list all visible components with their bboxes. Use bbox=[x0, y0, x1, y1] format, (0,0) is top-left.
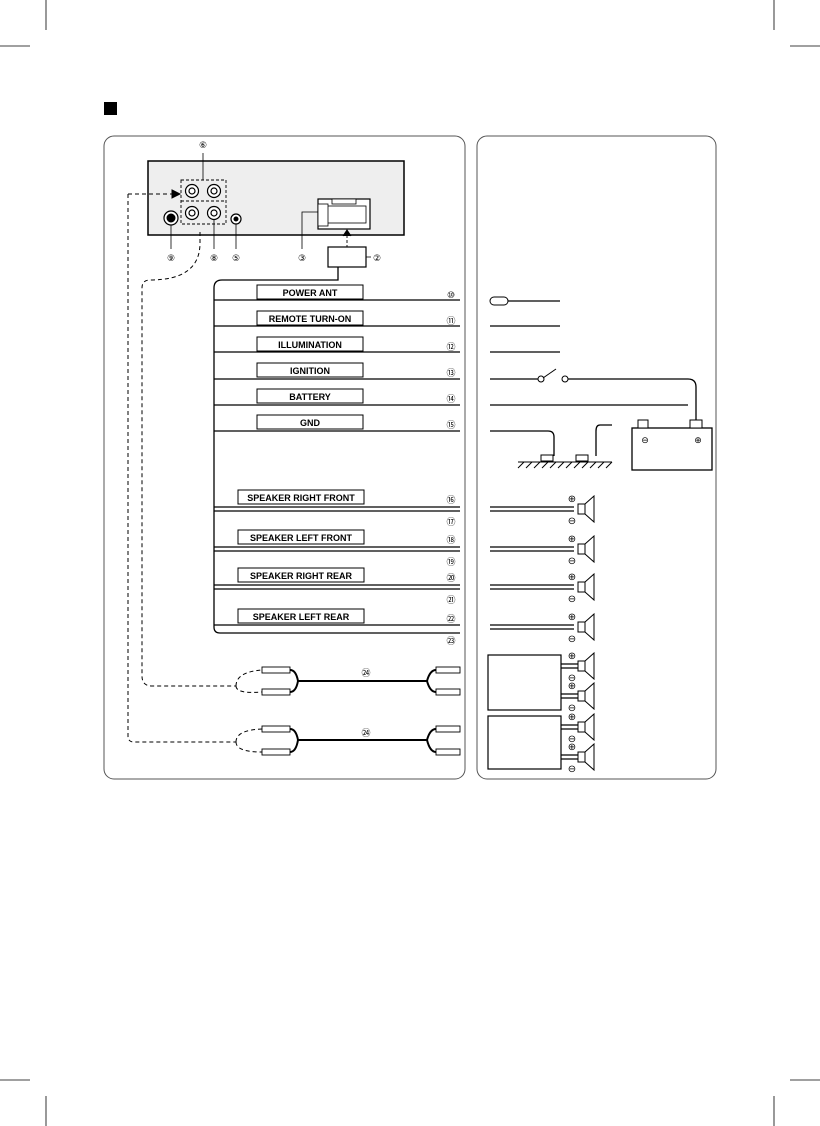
head-unit bbox=[148, 161, 404, 235]
label-ignition: IGNITION bbox=[290, 366, 330, 376]
num-19: ⑲ bbox=[446, 557, 455, 568]
minus-mark: ⊖ bbox=[568, 594, 576, 605]
label-gnd: GND bbox=[300, 418, 321, 428]
section-marker bbox=[104, 102, 117, 115]
callout-3: ③ bbox=[298, 254, 306, 264]
num-13: ⑬ bbox=[446, 368, 455, 379]
plus-mark: ⊕ bbox=[568, 572, 576, 583]
num-11: ⑪ bbox=[446, 316, 455, 327]
plus-mark: ⊕ bbox=[568, 651, 576, 662]
num-12: ⑫ bbox=[446, 342, 455, 353]
num-18: ⑱ bbox=[446, 535, 455, 546]
speaker-icon bbox=[578, 574, 594, 600]
minus-mark: ⊖ bbox=[568, 556, 576, 567]
amplifier-rear bbox=[488, 716, 561, 769]
minus-mark: ⊖ bbox=[568, 634, 576, 645]
amplifier-front bbox=[488, 655, 561, 710]
rca-callout-2: ㉔ bbox=[361, 728, 370, 739]
plus-mark: ⊕ bbox=[568, 612, 576, 623]
label-power-ant: POWER ANT bbox=[283, 288, 338, 298]
plus-mark: ⊕ bbox=[568, 494, 576, 505]
callout-8: ⑧ bbox=[210, 254, 218, 264]
label-remote-turn-on: REMOTE TURN-ON bbox=[269, 314, 352, 324]
minus-mark: ⊖ bbox=[568, 516, 576, 527]
speaker-icon bbox=[578, 536, 594, 562]
polarity-marks: ⊕⊖⊕⊖⊕⊖⊕⊖⊕⊖⊕⊖⊕⊖⊕⊖ bbox=[568, 494, 576, 775]
rca-callout-1: ㉔ bbox=[361, 668, 370, 679]
num-15: ⑮ bbox=[446, 420, 455, 431]
callout-6: ⑥ bbox=[199, 141, 207, 151]
num-22: ㉒ bbox=[446, 614, 455, 625]
label-speaker-left-front: SPEAKER LEFT FRONT bbox=[250, 533, 353, 543]
plus-mark: ⊕ bbox=[568, 712, 576, 723]
speaker-icon bbox=[578, 614, 594, 640]
minus-mark: ⊖ bbox=[568, 764, 576, 775]
label-battery: BATTERY bbox=[289, 392, 331, 402]
label-speaker-right-rear: SPEAKER RIGHT REAR bbox=[250, 571, 353, 581]
num-21: ㉑ bbox=[446, 595, 455, 606]
num-14: ⑭ bbox=[446, 394, 455, 405]
ground-symbol bbox=[518, 455, 612, 468]
speaker-icon bbox=[578, 496, 594, 522]
num-16: ⑯ bbox=[446, 495, 455, 506]
speaker-symbols bbox=[578, 496, 594, 770]
label-speaker-right-front: SPEAKER RIGHT FRONT bbox=[247, 493, 355, 503]
plus-mark: ⊕ bbox=[568, 681, 576, 692]
label-illumination: ILLUMINATION bbox=[278, 340, 342, 350]
plus-mark: ⊕ bbox=[568, 534, 576, 545]
num-20: ⑳ bbox=[446, 573, 455, 584]
num-10: ⑩ bbox=[447, 291, 455, 301]
num-23: ㉓ bbox=[446, 636, 455, 647]
speaker-icon bbox=[578, 683, 594, 709]
callout-5: ⑤ bbox=[232, 254, 240, 264]
speaker-wires bbox=[490, 507, 574, 629]
callout-9: ⑨ bbox=[167, 254, 175, 264]
speaker-icon bbox=[578, 653, 594, 679]
speaker-icon bbox=[578, 744, 594, 770]
callout-2: ② bbox=[373, 254, 381, 264]
plus-mark: ⊕ bbox=[568, 742, 576, 753]
label-speaker-left-rear: SPEAKER LEFT REAR bbox=[253, 612, 350, 622]
battery-plus: ⊕ bbox=[694, 436, 702, 446]
num-17: ⑰ bbox=[446, 517, 455, 528]
battery-minus: ⊖ bbox=[641, 436, 649, 446]
speaker-icon bbox=[578, 714, 594, 740]
